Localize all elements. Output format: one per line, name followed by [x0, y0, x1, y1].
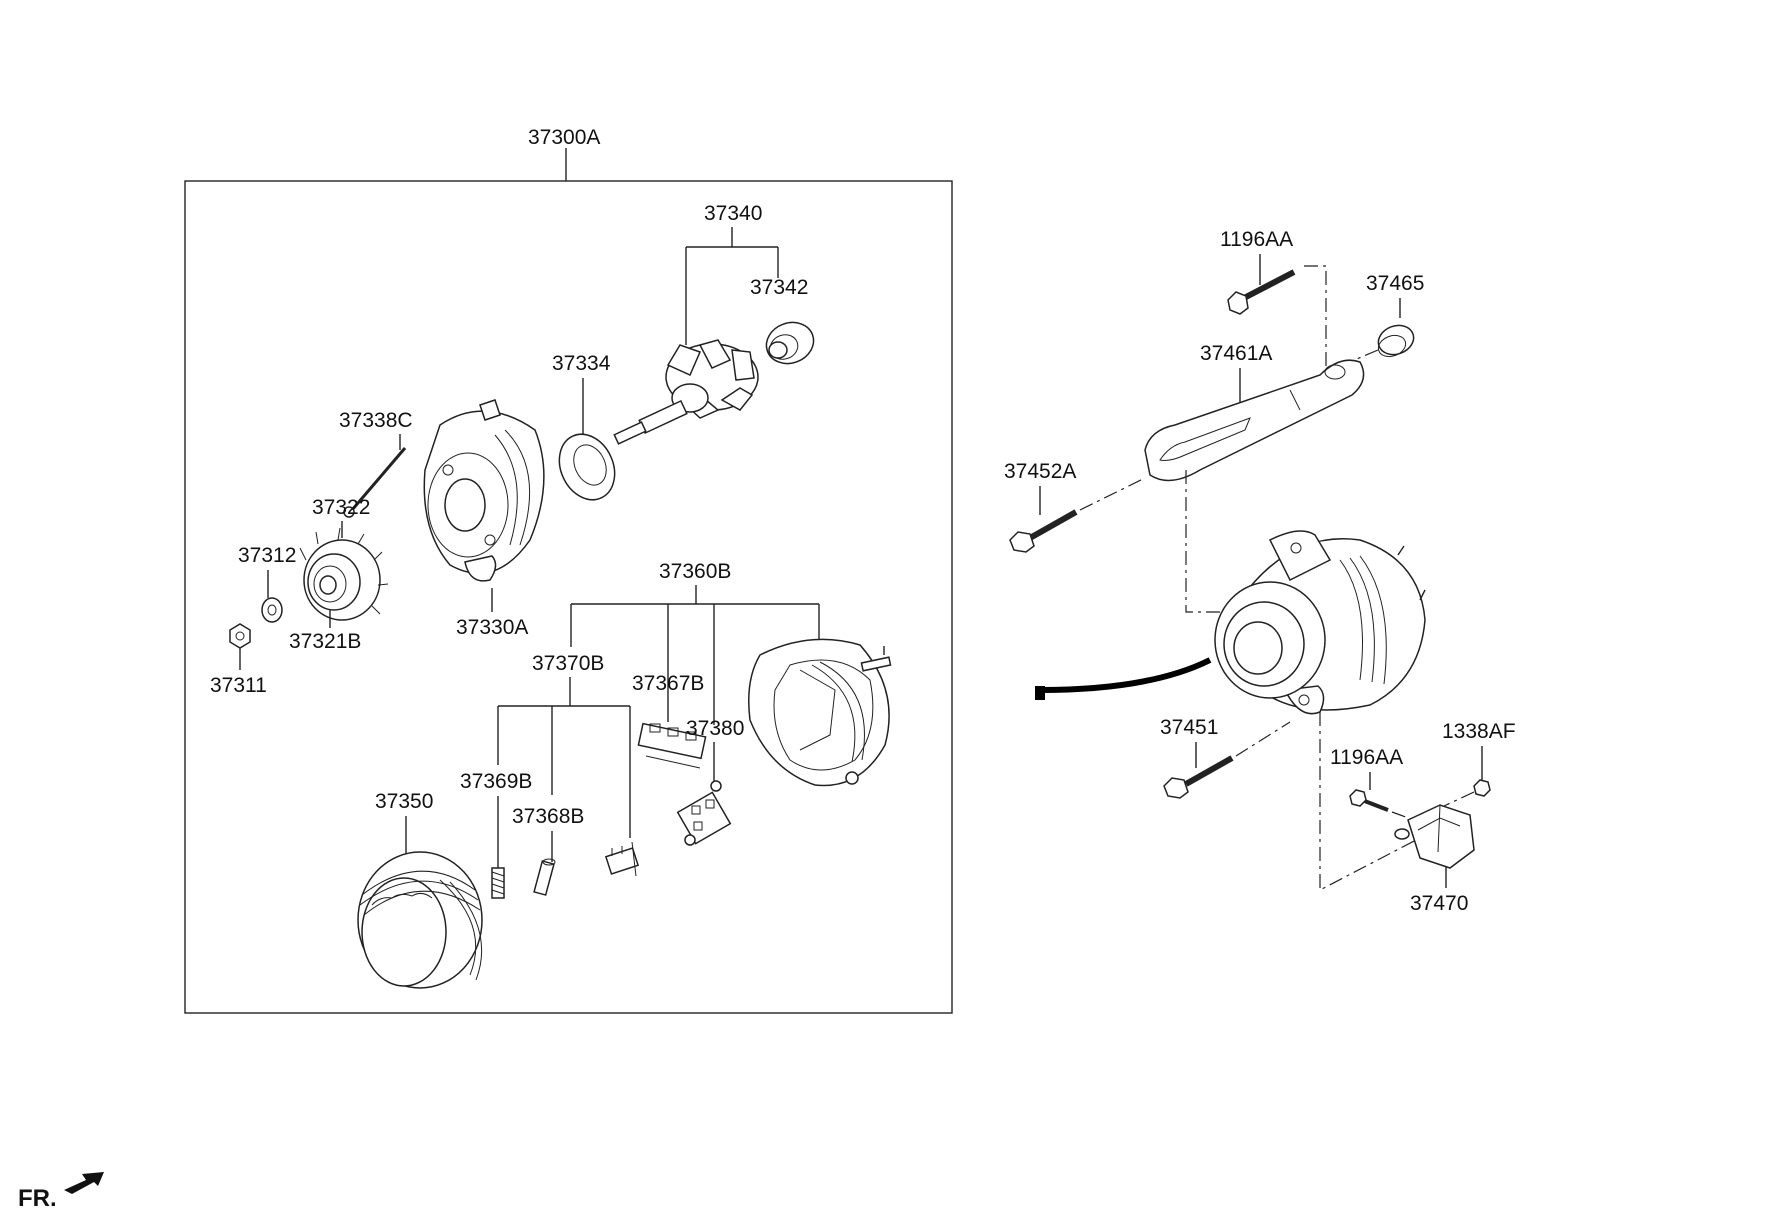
label-37322[interactable]: 37322	[312, 496, 370, 519]
label-1338AF[interactable]: 1338AF	[1442, 720, 1516, 743]
label-37461A[interactable]: 37461A	[1200, 342, 1272, 365]
brush-holder-37367B-group: 37367B	[632, 672, 707, 769]
label-1196AA-top[interactable]: 1196AA	[1220, 228, 1293, 251]
rotor-bearing-part	[765, 321, 815, 365]
label-37342[interactable]: 37342	[750, 276, 808, 299]
label-37470[interactable]: 37470	[1410, 892, 1468, 915]
label-37368B[interactable]: 37368B	[512, 805, 584, 828]
bracket-37470-group: 37470	[1394, 804, 1475, 915]
label-37334[interactable]: 37334	[552, 352, 611, 375]
through-bolt-part	[343, 506, 355, 518]
assembly-37300A-group: 37300A	[184, 126, 953, 1014]
label-37369B[interactable]: 37369B	[460, 770, 532, 793]
bolt-37452A-group: 37452A	[1004, 460, 1146, 553]
label-37340[interactable]: 37340	[704, 202, 762, 225]
stator-part	[357, 851, 483, 989]
stator-37350-group: 37350	[357, 790, 483, 989]
label-37380[interactable]: 37380	[686, 717, 744, 740]
label-37330A[interactable]: 37330A	[456, 616, 528, 639]
alternator-bracket-part	[1394, 804, 1475, 869]
label-37451[interactable]: 37451	[1160, 716, 1218, 739]
bushing-part	[1344, 324, 1415, 365]
regulator-part	[676, 780, 732, 846]
bolt-37338C-group: 37338C	[339, 409, 413, 518]
rear-housing-part	[748, 638, 892, 787]
rear-housing-37360B-group: 37360B	[570, 560, 892, 787]
front-label: FR.	[18, 1185, 57, 1211]
bolt-1196AA-bottom-part	[1349, 789, 1389, 812]
nut-1338AF-group: 1338AF	[1442, 720, 1516, 807]
spring-brush-group: 37369B 37368B	[460, 770, 584, 899]
rectifier-37370B-group: 37370B	[497, 652, 640, 877]
terminal-clip-part	[604, 841, 640, 877]
pulley-part	[307, 553, 361, 611]
regulator-37380-group: 37380	[676, 717, 744, 846]
nut-1338AF-part	[1473, 779, 1491, 797]
front-direction-indicator: FR.	[18, 1172, 104, 1211]
rotor-part	[613, 339, 759, 445]
bolt-37451-part	[1163, 755, 1234, 799]
brush-spring-part	[491, 867, 505, 899]
fan-pulley-group: 37322 37321B	[289, 496, 389, 653]
label-37321B[interactable]: 37321B	[289, 630, 361, 653]
rotor-37340-group: 37340 37342	[613, 202, 815, 445]
brush-part	[533, 858, 556, 896]
label-37311[interactable]: 37311	[210, 674, 267, 697]
spacer-nut-group: 37312 37311	[210, 544, 296, 697]
brush-holder-part	[637, 722, 707, 769]
label-37452A[interactable]: 37452A	[1004, 460, 1076, 483]
bolt-1196AA-top-group: 1196AA	[1220, 228, 1327, 372]
bearing-part	[558, 433, 616, 501]
bolt-37451-group: 37451	[1160, 712, 1417, 891]
label-37360B[interactable]: 37360B	[659, 560, 731, 583]
spacer-part	[261, 597, 283, 623]
front-arrow-icon	[64, 1172, 104, 1194]
bearing-37334-group: 37334	[552, 352, 616, 501]
front-housing-37330A-group: 37330A	[423, 399, 545, 639]
bolt-37452A-part	[1009, 509, 1078, 553]
label-37300A[interactable]: 37300A	[528, 126, 600, 149]
pulley-nut-part	[229, 623, 251, 649]
bolt-1196AA-bottom-group: 1196AA	[1330, 746, 1415, 821]
adjust-bolt-top-part	[1227, 269, 1296, 315]
label-37370B[interactable]: 37370B	[532, 652, 604, 675]
label-37338C[interactable]: 37338C	[339, 409, 413, 432]
label-1196AA-bottom[interactable]: 1196AA	[1330, 746, 1403, 769]
label-37367B[interactable]: 37367B	[632, 672, 704, 695]
bushing-37465-group: 37465	[1344, 272, 1424, 365]
assembly-boundary-box	[184, 180, 953, 1014]
label-37350[interactable]: 37350	[375, 790, 433, 813]
label-37465[interactable]: 37465	[1366, 272, 1424, 295]
adjusting-bracket-37461A-group: 37461A	[1144, 342, 1365, 613]
alternator-assembly-installed	[1035, 530, 1426, 715]
adjusting-bracket-part	[1144, 359, 1365, 482]
label-37312[interactable]: 37312	[238, 544, 296, 567]
front-housing-part	[423, 399, 545, 582]
